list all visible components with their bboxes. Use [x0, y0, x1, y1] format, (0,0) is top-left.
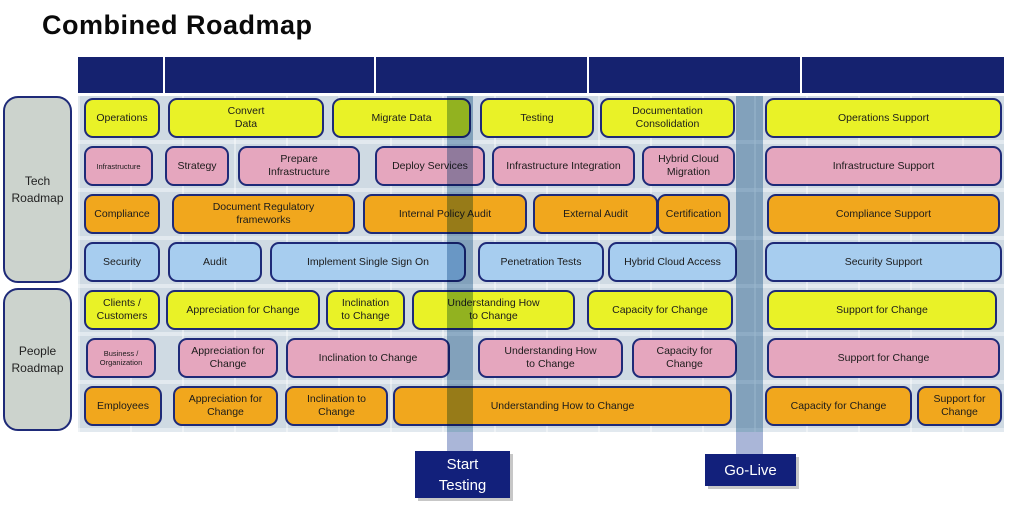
- box-document-regulatory-frameworks: Document Regulatory frameworks: [172, 194, 355, 234]
- box-security: Security: [84, 242, 160, 282]
- header-divider: [163, 57, 165, 93]
- box-capacity-for-change: Capacity for Change: [587, 290, 733, 330]
- box-clients-customers: Clients / Customers: [84, 290, 160, 330]
- box-infrastructure-support: Infrastructure Support: [765, 146, 1002, 186]
- box-understanding-how-to-change: Understanding How to Change: [393, 386, 732, 426]
- box-operations-support: Operations Support: [765, 98, 1002, 138]
- go-live-label: Go-Live: [705, 454, 796, 486]
- box-appreciation-for-change: Appreciation for Change: [178, 338, 278, 378]
- box-support-for-change: Support for Change: [917, 386, 1002, 426]
- box-appreciation-for-change: Appreciation for Change: [166, 290, 320, 330]
- row-infrastructure: Infrastructure Strategy Prepare Infrastr…: [78, 146, 1004, 194]
- start-testing-label: Start Testing: [415, 451, 510, 498]
- row-clients-customers: Clients / Customers Appreciation for Cha…: [78, 290, 1004, 338]
- box-inclination-to-change: Inclination to Change: [326, 290, 405, 330]
- box-support-for-change: Support for Change: [767, 338, 1000, 378]
- box-support-for-change: Support for Change: [767, 290, 997, 330]
- header-divider: [374, 57, 376, 93]
- row-compliance: Compliance Document Regulatory framework…: [78, 194, 1004, 242]
- box-operations: Operations: [84, 98, 160, 138]
- box-testing: Testing: [480, 98, 594, 138]
- box-hybrid-cloud-access: Hybrid Cloud Access: [608, 242, 737, 282]
- row-employees: Employees Appreciation for Change Inclin…: [78, 386, 1004, 434]
- box-capacity-for-change: Capacity for Change: [765, 386, 912, 426]
- start-testing-bar-stub: [447, 432, 473, 452]
- side-label-tech-roadmap: Tech Roadmap: [3, 96, 72, 283]
- box-security-support: Security Support: [765, 242, 1002, 282]
- go-live-bar-stub: [736, 432, 763, 455]
- box-understanding-how-to-change: Understanding How to Change: [478, 338, 623, 378]
- box-internal-policy-audit: Internal Policy Audit: [363, 194, 527, 234]
- side-label-people-roadmap: People Roadmap: [3, 288, 72, 431]
- box-understanding-how-to-change: Understanding How to Change: [412, 290, 575, 330]
- box-audit: Audit: [168, 242, 262, 282]
- row-business-organization: Business / Organization Appreciation for…: [78, 338, 1004, 386]
- box-employees: Employees: [84, 386, 162, 426]
- timeline-header: [78, 57, 1004, 93]
- box-infrastructure-integration: Infrastructure Integration: [492, 146, 635, 186]
- box-implement-single-sign-on: Implement Single Sign On: [270, 242, 466, 282]
- box-prepare-infrastructure: Prepare Infrastructure: [238, 146, 360, 186]
- roadmap-grid: Operations Convert Data Migrate Data Tes…: [78, 96, 1004, 432]
- box-infrastructure: Infrastructure: [84, 146, 153, 186]
- box-inclination-to-change: Inclination to Change: [286, 338, 450, 378]
- box-penetration-tests: Penetration Tests: [478, 242, 604, 282]
- go-live-milestone-bar: [736, 96, 763, 432]
- box-appreciation-for-change: Appreciation for Change: [173, 386, 278, 426]
- box-inclination-to-change: Inclination to Change: [285, 386, 388, 426]
- start-testing-milestone-bar: [447, 96, 473, 432]
- box-documentation-consolidation: Documentation Consolidation: [600, 98, 735, 138]
- box-capacity-for-change: Capacity for Change: [632, 338, 737, 378]
- box-strategy: Strategy: [165, 146, 229, 186]
- box-external-audit: External Audit: [533, 194, 658, 234]
- row-security: Security Audit Implement Single Sign On …: [78, 242, 1004, 290]
- header-divider: [587, 57, 589, 93]
- box-compliance: Compliance: [84, 194, 160, 234]
- row-operations: Operations Convert Data Migrate Data Tes…: [78, 98, 1004, 146]
- header-divider: [800, 57, 802, 93]
- box-hybrid-cloud-migration: Hybrid Cloud Migration: [642, 146, 735, 186]
- box-convert-data: Convert Data: [168, 98, 324, 138]
- page-title: Combined Roadmap: [42, 10, 313, 40]
- box-business-organization: Business / Organization: [86, 338, 156, 378]
- box-compliance-support: Compliance Support: [767, 194, 1000, 234]
- box-certification: Certification: [657, 194, 730, 234]
